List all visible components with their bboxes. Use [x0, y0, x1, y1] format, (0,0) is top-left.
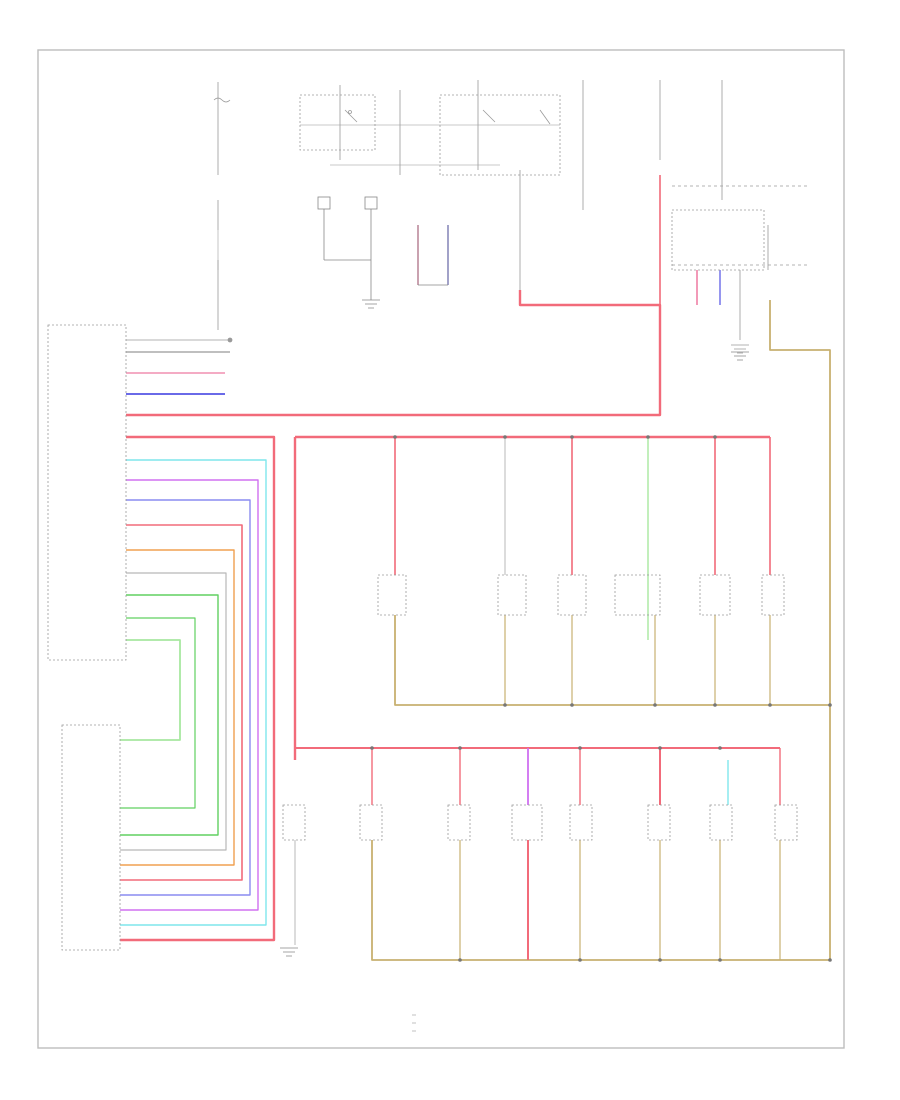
wire-tan-37 — [371, 840, 830, 961]
wire-junction-dot — [646, 435, 650, 439]
wire-periwinkle-5 — [120, 499, 251, 896]
wire-orange-7 — [120, 549, 235, 866]
fuse-block-1 — [213, 82, 231, 330]
wire-violet-4 — [120, 479, 259, 911]
wire-junction-dot — [570, 435, 574, 439]
middle-component-row — [377, 574, 785, 616]
control-unit-lower-left — [61, 724, 121, 951]
wire-junction-dot — [578, 958, 582, 962]
relay-1 — [299, 85, 376, 160]
wire-cyan-3 — [120, 459, 267, 926]
wire-junction-dot — [658, 958, 662, 962]
wire-junction-dot — [393, 435, 397, 439]
wire-junction-dot — [768, 703, 772, 707]
wire-gray-8 — [120, 572, 227, 851]
relay-2 — [439, 80, 561, 176]
wire-junction-dot — [658, 746, 662, 750]
fuse-block-2 — [399, 80, 723, 290]
wire-junction-dot — [458, 958, 462, 962]
wire-junction-dot — [370, 746, 374, 750]
diagram-border — [37, 49, 845, 1049]
wire-junction-dot — [570, 703, 574, 707]
wire-green-9 — [120, 594, 219, 836]
module-upper-right — [671, 185, 810, 354]
wire-junction-dot — [718, 958, 722, 962]
wire-green-10 — [120, 617, 196, 809]
wire-junction-dot — [503, 435, 507, 439]
wire-junction-dot — [718, 746, 722, 750]
wire-red-2 — [120, 435, 276, 942]
wire-tan-29 — [769, 300, 831, 960]
connector-group-2 — [417, 225, 449, 286]
wire-junction-dot — [503, 703, 507, 707]
ground-symbols — [280, 351, 749, 957]
bottom-component-row — [282, 804, 798, 841]
connector-group-1 — [317, 196, 380, 309]
wire-junction-dot — [828, 958, 832, 962]
component-layer — [47, 80, 810, 1032]
wire-red-6 — [120, 524, 243, 881]
wire-lightgreen-11 — [120, 639, 181, 741]
wire-junction-dot — [653, 703, 657, 707]
wire-tan-23 — [394, 615, 830, 706]
wire-red-0 — [126, 290, 662, 417]
wire-junction-dot — [458, 746, 462, 750]
wire-junction-dot — [828, 703, 832, 707]
wire-layer — [120, 124, 832, 962]
combination-switch — [47, 324, 233, 661]
wire-junction-dot — [713, 435, 717, 439]
wire-junction-dot — [578, 746, 582, 750]
legend-markers — [412, 1014, 416, 1032]
wire-junction-dot — [713, 703, 717, 707]
